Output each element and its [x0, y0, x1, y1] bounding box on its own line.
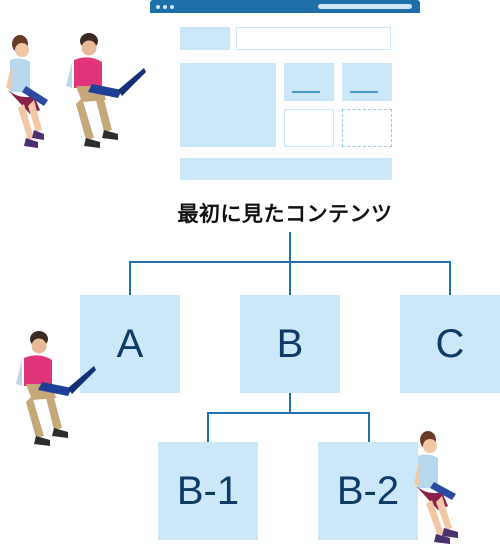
node-a-label: A — [116, 321, 144, 366]
browser-title-bar — [150, 0, 420, 13]
connector-line — [129, 261, 131, 295]
node-c-label: C — [435, 321, 465, 366]
mockup-card — [284, 63, 334, 101]
connector-line — [207, 412, 209, 442]
mockup-dashed-card — [342, 109, 392, 147]
mockup-footer-block — [180, 158, 392, 180]
connector-line — [207, 412, 370, 414]
woman-with-laptop-illustration — [6, 35, 48, 148]
mockup-text-line — [292, 91, 320, 93]
browser-window-mockup — [150, 0, 420, 185]
node-b1: B-1 — [158, 442, 258, 540]
connector-line — [289, 232, 291, 262]
node-b: B — [240, 295, 340, 393]
man-with-laptop-illustration — [16, 331, 96, 446]
mockup-empty-card — [284, 109, 334, 147]
node-c: C — [400, 295, 500, 393]
node-a: A — [80, 295, 180, 393]
connector-line — [449, 261, 451, 295]
node-b2: B-2 — [318, 442, 418, 540]
diagram-title: 最初に見たコンテンツ — [177, 203, 393, 226]
mockup-main-image — [180, 63, 276, 147]
mockup-text-line — [350, 91, 378, 93]
node-b-label: B — [276, 321, 304, 366]
window-dot-icon — [156, 4, 160, 9]
man-with-laptop-illustration — [66, 33, 146, 148]
mockup-card — [342, 63, 392, 101]
connector-line — [368, 412, 370, 442]
browser-address-bar — [318, 4, 412, 9]
connector-line — [289, 393, 291, 413]
window-dot-icon — [170, 4, 174, 9]
connector-line — [289, 261, 291, 295]
woman-with-laptop-illustration — [414, 431, 458, 544]
mockup-logo-block — [180, 27, 230, 50]
mockup-header-box — [236, 27, 391, 50]
window-dot-icon — [163, 4, 167, 9]
node-b2-label: B-2 — [336, 468, 400, 513]
node-b1-label: B-1 — [176, 468, 240, 513]
